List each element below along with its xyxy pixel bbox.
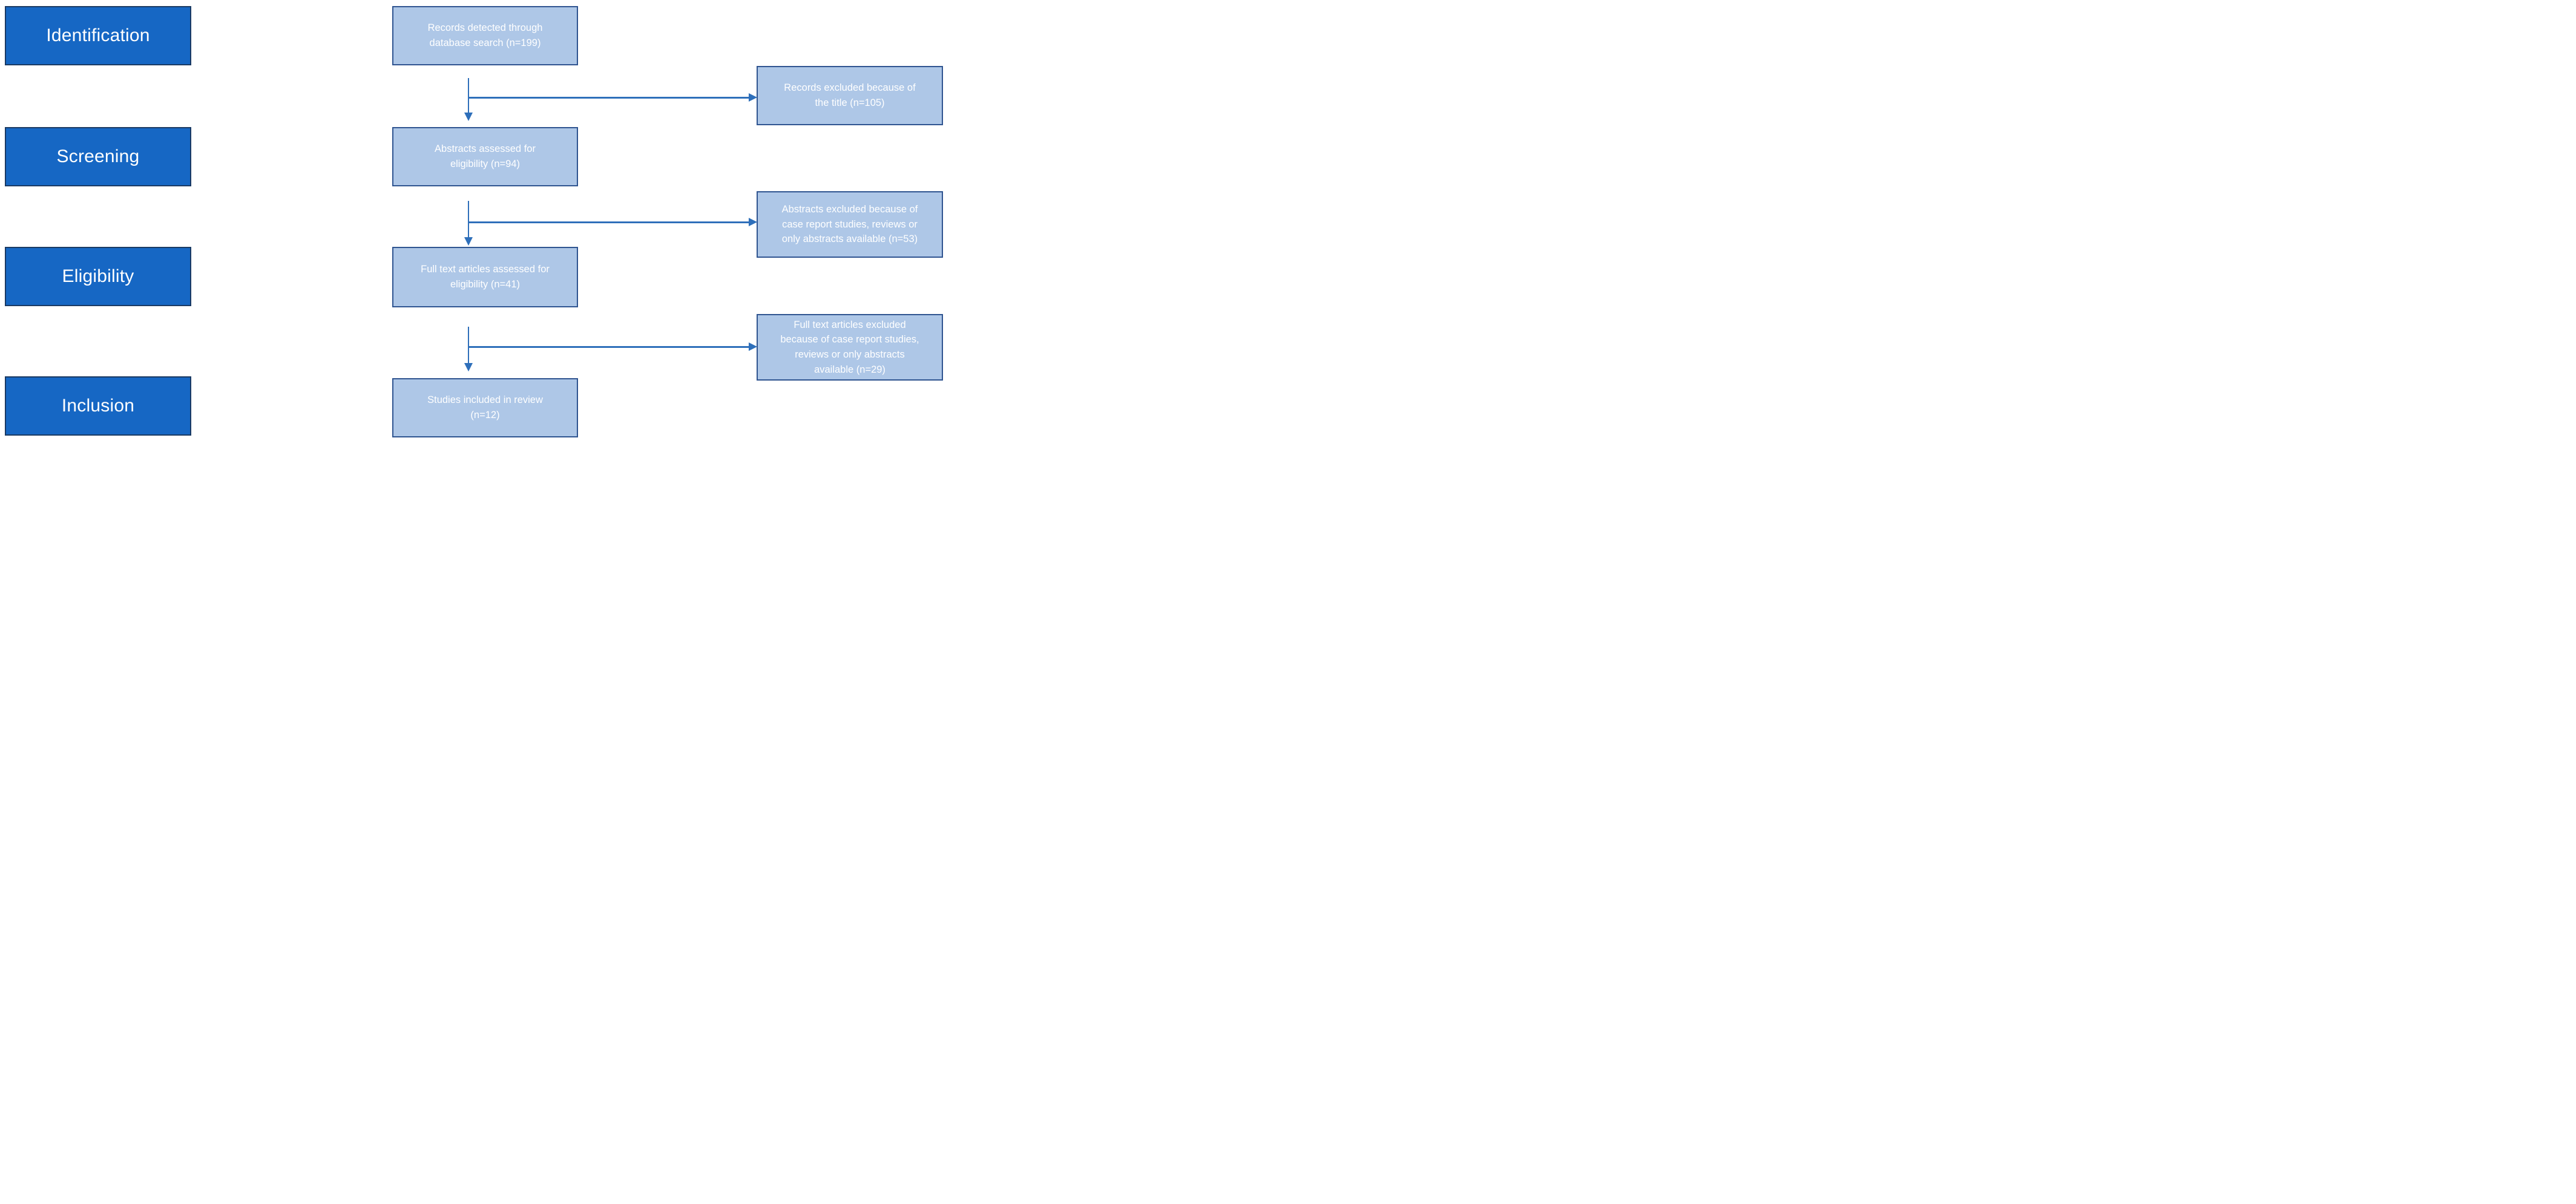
connector-1-branch-line bbox=[468, 97, 749, 99]
connector-2-down-arrowhead-icon bbox=[464, 237, 473, 246]
exclusion-box-abstracts: Abstracts excluded because of case repor… bbox=[757, 191, 943, 258]
flow-box-fulltext-assessed-text: Full text articles assessed for eligibil… bbox=[421, 264, 550, 290]
stage-label-identification: Identification bbox=[46, 25, 150, 45]
exclusion-box-fulltext: Full text articles excluded because of c… bbox=[757, 314, 943, 381]
connector-1-right-arrowhead-icon bbox=[749, 93, 757, 102]
connector-2-vertical-line bbox=[468, 201, 469, 238]
connector-3-down-arrowhead-icon bbox=[464, 363, 473, 371]
flow-box-records-identified-text: Records detected through database search… bbox=[427, 22, 543, 48]
connector-3-branch-line bbox=[468, 346, 749, 348]
connector-2-right-arrowhead-icon bbox=[749, 218, 757, 226]
flow-box-abstracts-assessed: Abstracts assessed for eligibility (n=94… bbox=[392, 127, 578, 186]
flow-box-studies-included: Studies included in review (n=12) bbox=[392, 378, 578, 437]
connector-3-right-arrowhead-icon bbox=[749, 342, 757, 351]
stage-label-screening: Screening bbox=[56, 146, 140, 166]
stage-box-eligibility: Eligibility bbox=[5, 247, 191, 306]
stage-label-inclusion: Inclusion bbox=[61, 396, 135, 416]
connector-2-branch-line bbox=[468, 221, 749, 223]
flow-box-abstracts-assessed-text: Abstracts assessed for eligibility (n=94… bbox=[435, 143, 536, 169]
flow-box-fulltext-assessed: Full text articles assessed for eligibil… bbox=[392, 247, 578, 307]
exclusion-box-title: Records excluded because of the title (n… bbox=[757, 66, 943, 125]
stage-box-inclusion: Inclusion bbox=[5, 376, 191, 436]
flow-box-records-identified: Records detected through database search… bbox=[392, 6, 578, 65]
stage-box-identification: Identification bbox=[5, 6, 191, 65]
connector-1-vertical-line bbox=[468, 78, 469, 113]
flow-box-studies-included-text: Studies included in review (n=12) bbox=[427, 394, 543, 420]
stage-label-eligibility: Eligibility bbox=[62, 266, 134, 286]
connector-3-vertical-line bbox=[468, 327, 469, 364]
stage-box-screening: Screening bbox=[5, 127, 191, 186]
exclusion-box-fulltext-text: Full text articles excluded because of c… bbox=[780, 319, 919, 375]
exclusion-box-abstracts-text: Abstracts excluded because of case repor… bbox=[781, 203, 918, 245]
prisma-flow-diagram: Identification Screening Eligibility Inc… bbox=[0, 0, 949, 445]
exclusion-box-title-text: Records excluded because of the title (n… bbox=[784, 82, 916, 108]
connector-1-down-arrowhead-icon bbox=[464, 113, 473, 121]
